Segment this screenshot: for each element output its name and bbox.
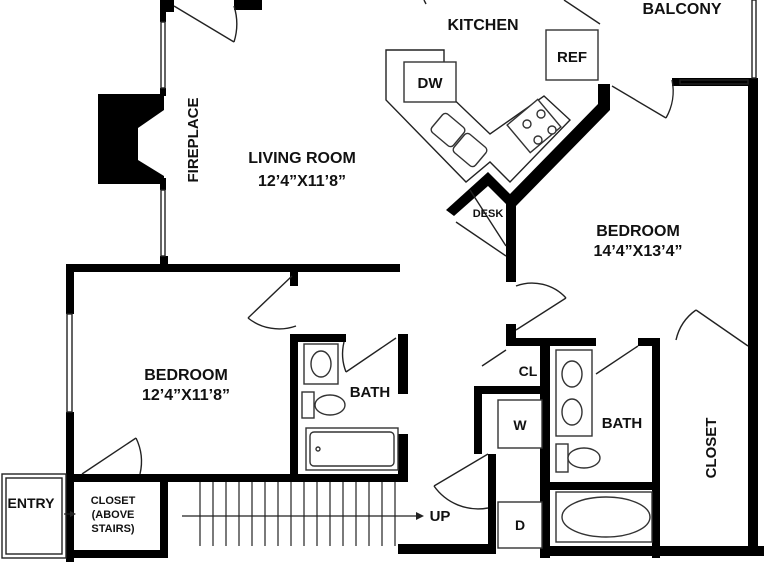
entry-area [1, 473, 76, 559]
label-closet-above-stairs-line3: STAIRS) [91, 523, 135, 535]
appliance-ref: REF [545, 29, 599, 81]
label-cl: CL [519, 363, 538, 379]
label-bedroom-left-dims: 12’4”X11’8” [142, 387, 230, 404]
appliance-washer: W [497, 399, 543, 449]
svg-text:W: W [513, 417, 527, 433]
svg-text:REF: REF [557, 49, 587, 66]
appliance-dryer: D [497, 501, 543, 549]
label-up: UP [430, 508, 451, 525]
windows [66, 0, 757, 413]
label-closet-above-stairs: CLOSET [91, 495, 136, 507]
label-kitchen: KITCHEN [447, 17, 518, 34]
svg-text:D: D [515, 517, 525, 533]
label-bath-right: BATH [602, 415, 643, 432]
label-desk: DESK [473, 208, 504, 220]
bath-left-fixtures [301, 343, 399, 471]
label-balcony: BALCONY [642, 1, 721, 18]
label-bath-left: BATH [350, 384, 391, 401]
label-living-room: LIVING ROOM [248, 150, 356, 167]
svg-text:DW: DW [418, 75, 444, 92]
door-swings [81, 0, 749, 510]
label-fireplace: FIREPLACE [185, 97, 202, 182]
label-entry: ENTRY [8, 495, 56, 511]
label-closet-above-stairs-line2: (ABOVE [92, 509, 135, 521]
label-bedroom-left: BEDROOM [144, 367, 228, 384]
label-closet-right: CLOSET [703, 418, 720, 479]
bath-right-fixtures [555, 349, 653, 543]
kitchen-counter [385, 49, 572, 257]
appliance-dw: DW [403, 61, 457, 103]
label-bedroom-right: BEDROOM [596, 223, 680, 240]
walls [66, 0, 764, 562]
label-bedroom-right-dims: 14’4”X13’4” [594, 243, 683, 260]
label-living-room-dims: 12’4”X11’8” [258, 173, 346, 190]
stairs-arrow [182, 512, 424, 520]
stairs [199, 482, 396, 546]
